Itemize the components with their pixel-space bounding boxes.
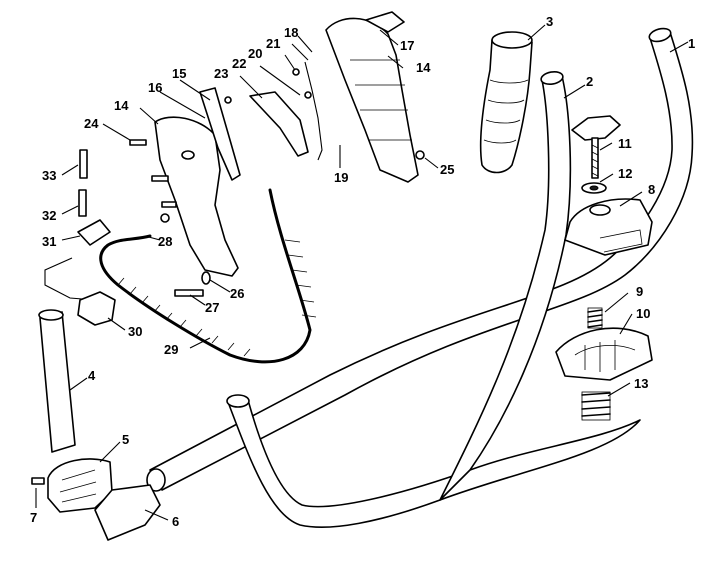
clamp-half-upper-part <box>47 458 113 513</box>
callout-3: 3 <box>546 14 553 29</box>
ground-wire-part <box>44 213 170 301</box>
callout-1: 1 <box>688 36 695 51</box>
callout-32: 32 <box>42 208 56 223</box>
callout-14-right: 14 <box>416 60 431 75</box>
callout-15: 15 <box>172 66 186 81</box>
callout-23: 23 <box>214 66 228 81</box>
callout-4: 4 <box>88 368 96 383</box>
washer-part <box>581 182 607 194</box>
upper-housing-part <box>325 11 419 183</box>
callout-30: 30 <box>128 324 142 339</box>
callout-18: 18 <box>284 25 298 40</box>
callout-29: 29 <box>164 342 178 357</box>
small-spring-part <box>587 307 603 329</box>
callout-12: 12 <box>618 166 632 181</box>
spring-wire-part <box>224 61 425 161</box>
callout-20: 20 <box>248 46 262 61</box>
handlebar-tube-part <box>146 27 694 492</box>
short-tube-part <box>38 309 76 453</box>
callout-11: 11 <box>618 136 632 151</box>
u-handle-tube-part <box>226 70 641 528</box>
throttle-trigger-part <box>199 87 241 181</box>
wing-screw-part <box>571 115 621 179</box>
screw-parts <box>78 139 211 297</box>
callout-22: 22 <box>232 56 246 71</box>
callout-8: 8 <box>648 182 655 197</box>
callout-7: 7 <box>30 510 37 525</box>
callout-6: 6 <box>172 514 179 529</box>
callout-33: 33 <box>42 168 56 183</box>
throttle-cable-part <box>99 188 317 364</box>
large-spring-part <box>581 391 611 421</box>
trigger-lever-part <box>249 91 309 157</box>
callout-9: 9 <box>636 284 643 299</box>
callout-labels: 1 2 3 4 5 6 7 8 9 10 11 12 13 14 14 15 1… <box>30 14 695 529</box>
callout-24: 24 <box>84 116 99 131</box>
callout-2: 2 <box>586 74 593 89</box>
leader-lines <box>35 24 689 521</box>
callout-26: 26 <box>230 286 244 301</box>
switch-bracket-part <box>77 291 116 326</box>
grip-part <box>479 31 533 174</box>
callout-19: 19 <box>334 170 348 185</box>
callout-5: 5 <box>122 432 129 447</box>
callout-21: 21 <box>266 36 280 51</box>
clamp-bottom-part <box>555 327 653 381</box>
callout-31: 31 <box>42 234 56 249</box>
callout-14-left: 14 <box>114 98 129 113</box>
callout-28: 28 <box>158 234 172 249</box>
callout-17: 17 <box>400 38 414 53</box>
callout-25: 25 <box>440 162 454 177</box>
callout-13: 13 <box>634 376 648 391</box>
callout-10: 10 <box>636 306 650 321</box>
callout-16: 16 <box>148 80 162 95</box>
contact-spring-part <box>77 219 111 246</box>
clamp-half-lower-part <box>94 484 161 541</box>
clamp-screw-part <box>31 477 45 485</box>
clamp-top-part <box>564 198 653 256</box>
callout-27: 27 <box>205 300 219 315</box>
